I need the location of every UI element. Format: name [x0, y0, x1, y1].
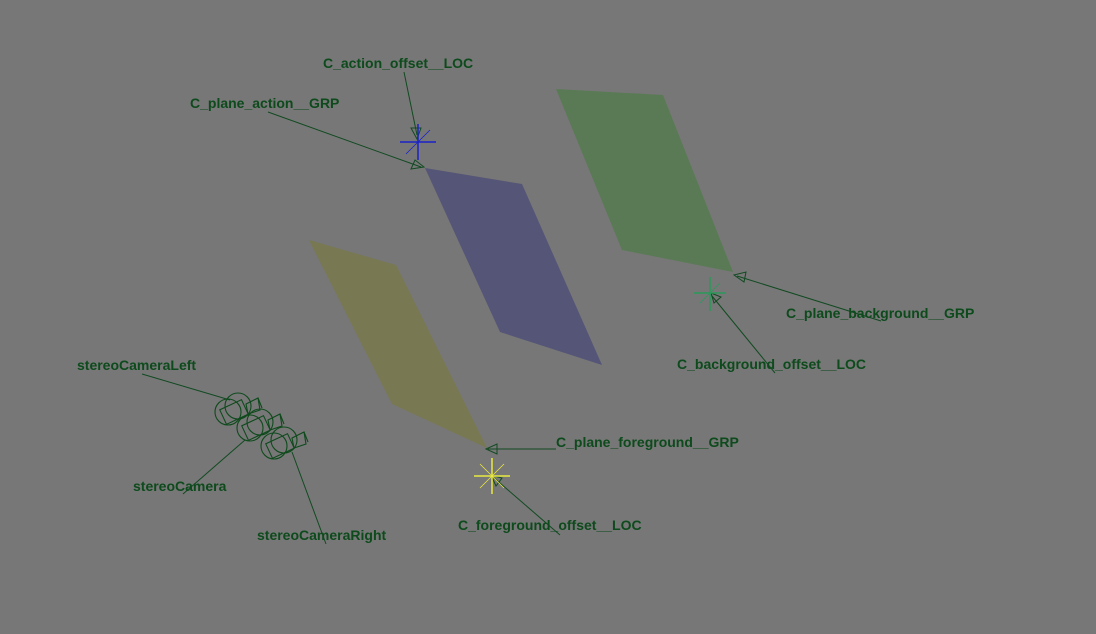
arrowhead-plane-action [410, 159, 426, 170]
leader-plane-action [267, 111, 422, 168]
label-plane-action-grp[interactable]: C_plane_action__GRP [190, 95, 339, 111]
leader-plane-background [736, 275, 882, 322]
leader-camera-left [141, 373, 231, 401]
leader-foreground-offset [492, 476, 561, 536]
leader-action-offset [403, 71, 418, 136]
arrowhead-action-offset [410, 127, 422, 141]
label-plane-foreground-grp[interactable]: C_plane_foreground__GRP [556, 434, 739, 450]
label-action-offset-loc[interactable]: C_action_offset__LOC [323, 55, 473, 71]
arrowhead-plane-background [732, 271, 747, 283]
leader-camera-right [291, 451, 327, 545]
label-plane-background-grp[interactable]: C_plane_background__GRP [786, 305, 974, 321]
label-background-offset-loc[interactable]: C_background_offset__LOC [677, 356, 866, 372]
label-stereo-camera-right[interactable]: stereoCameraRight [257, 527, 386, 543]
camera-icon-left[interactable] [214, 392, 263, 426]
label-stereo-camera[interactable]: stereoCamera [133, 478, 227, 494]
arrowhead-background-offset [710, 292, 722, 304]
plane-foreground[interactable] [309, 240, 487, 448]
arrowhead-plane-foreground [484, 443, 498, 455]
camera-icon-right[interactable] [260, 426, 309, 460]
plane-background[interactable] [556, 89, 733, 272]
locator-cross-icon-action[interactable] [400, 124, 436, 160]
camera-icon-center[interactable] [236, 408, 285, 442]
leader-background-offset [711, 295, 776, 374]
locator-cross-icon-foreground[interactable] [474, 458, 510, 494]
leader-camera [182, 439, 246, 495]
label-foreground-offset-loc[interactable]: C_foreground_offset__LOC [458, 517, 642, 533]
plane-action[interactable] [425, 168, 602, 365]
locator-cross-icon-background[interactable] [694, 277, 726, 311]
label-stereo-camera-left[interactable]: stereoCameraLeft [77, 357, 196, 373]
